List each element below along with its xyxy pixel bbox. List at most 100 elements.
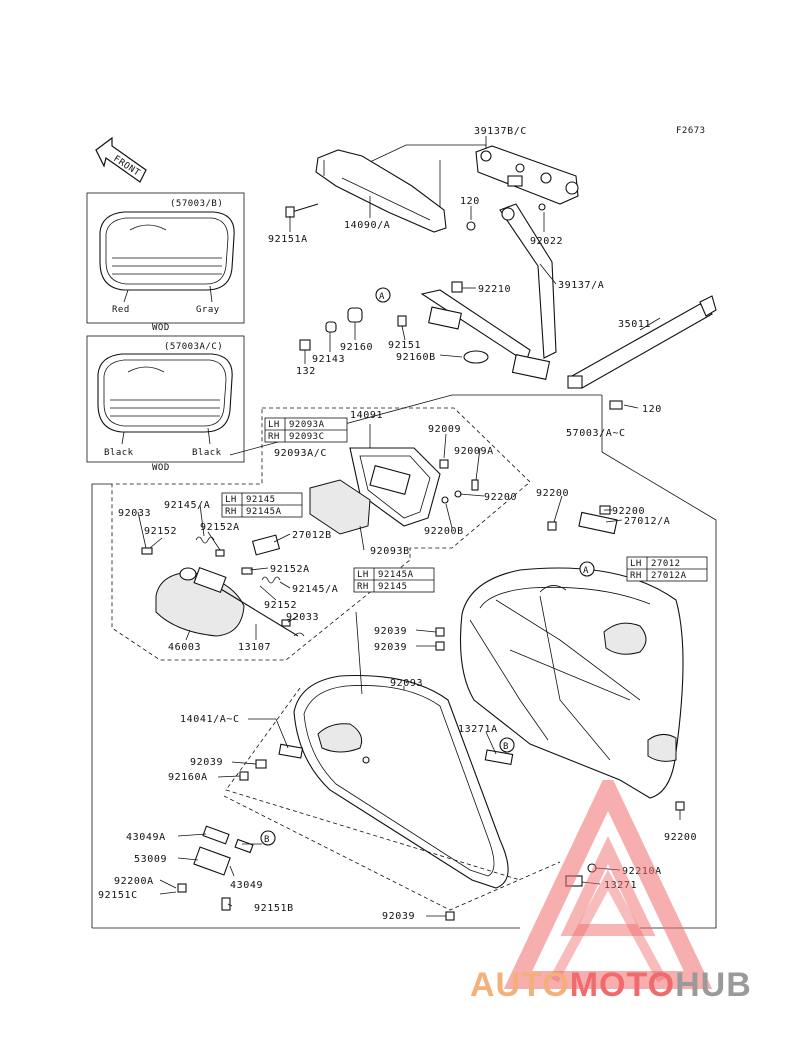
callout-43049a: 43049A [126, 832, 166, 843]
springs [141, 536, 305, 637]
callout-92152: 92152 [144, 526, 177, 537]
bolt-92151a [285, 203, 319, 218]
inset-1-note: WOD [152, 323, 170, 333]
callout-92143: 92143 [312, 354, 345, 365]
inset-panel-1: (57003/B) Red Gray WOD [86, 192, 245, 333]
plate-92093ac [309, 479, 371, 535]
callout-39137a: 39137/A [558, 280, 604, 291]
svg-text:A: A [379, 292, 385, 302]
table-lh-rh-92145a: LH 92145A RH 92145 [353, 567, 435, 593]
svg-text:RH: RH [268, 432, 280, 442]
ref-marker-b-2: B [260, 830, 276, 846]
lock-assembly-boundary [111, 407, 531, 661]
svg-text:92145: 92145 [378, 582, 408, 592]
callout-92160a: 92160A [168, 772, 208, 783]
svg-text:A: A [583, 566, 589, 576]
saddlebag-body-57003 [460, 567, 684, 799]
callout-92152a-b: 92152A [270, 564, 310, 575]
callout-53009: 53009 [134, 854, 167, 865]
svg-text:27012: 27012 [651, 559, 681, 569]
saddlebag-lid-image-1 [99, 211, 235, 291]
callout-92160b: 92160B [396, 352, 436, 363]
leader-lines [137, 136, 681, 917]
ref-marker-a-2: A [579, 561, 595, 577]
inset-panel-2: (57003A/C) Black Black WOD [86, 335, 245, 473]
callout-43049: 43049 [230, 880, 263, 891]
svg-text:LH: LH [268, 420, 280, 430]
svg-text:B: B [503, 742, 509, 752]
stay-35011 [567, 295, 717, 389]
lock-hardware [439, 459, 479, 504]
inset-1-left-color: Red [112, 305, 130, 315]
callout-120: 120 [460, 196, 480, 207]
bracket-27012a [578, 511, 618, 535]
svg-text:92145A: 92145A [246, 507, 282, 517]
callout-92039: 92039 [374, 626, 407, 637]
callout-132: 132 [296, 366, 316, 377]
inset-2-note: WOD [152, 463, 170, 473]
callout-92200a: 92200A [114, 876, 154, 887]
callout-92022: 92022 [530, 236, 563, 247]
callout-92151c: 92151C [98, 890, 138, 901]
lock-bracket-14091 [349, 447, 441, 527]
inset-1-part: (57003/B) [170, 199, 223, 209]
inset-2-right-color: Black [192, 448, 222, 458]
svg-text:LH: LH [630, 559, 642, 569]
ref-marker-b-1: B [499, 737, 515, 753]
callout-92145a-b: 92145/A [292, 584, 338, 595]
svg-text:LH: LH [357, 570, 369, 580]
saddlebag-lid-14041 [293, 674, 509, 889]
callout-92009: 92009 [428, 424, 461, 435]
svg-text:RH: RH [630, 571, 642, 581]
callout-46003: 46003 [168, 642, 201, 653]
hinge-pin-13107 [193, 566, 299, 637]
callout-92160: 92160 [340, 342, 373, 353]
callout-92200-c: 92200 [536, 488, 569, 499]
callout-92210: 92210 [478, 284, 511, 295]
callout-92152a: 92152A [200, 522, 240, 533]
svg-text:92093A: 92093A [289, 420, 325, 430]
callout-92033: 92033 [118, 508, 151, 519]
trim-cover-14090a [315, 149, 447, 233]
callout-92093ac: 92093A/C [274, 448, 327, 459]
watermark-text: AUTOMOTOHUB [470, 966, 752, 1004]
svg-text:LH: LH [225, 495, 237, 505]
callout-27012b: 27012B [292, 530, 332, 541]
front-arrow-icon: FRONT [95, 136, 147, 183]
svg-text:27012A: 27012A [651, 571, 687, 581]
svg-text:RH: RH [225, 507, 237, 517]
callout-92093b: 92093B [370, 546, 410, 557]
rail-bracket-39137bc [475, 145, 579, 205]
svg-text:RH: RH [357, 582, 369, 592]
callout-13271a: 13271A [458, 724, 498, 735]
callout-labels: 39137B/C 14090/A 92151A 120 92022 92210 … [98, 126, 697, 922]
callout-27012a: 27012/A [624, 516, 670, 527]
callout-92039-c: 92039 [190, 757, 223, 768]
inset-1-right-color: Gray [196, 305, 220, 315]
callout-92145a: 92145/A [164, 500, 210, 511]
callout-92200-e: 92200 [664, 832, 697, 843]
inset-2-part: (57003A/C) [164, 342, 223, 352]
ref-marker-a-1: A [375, 287, 391, 303]
latch-27012b [251, 534, 281, 556]
callout-92200: 92200 [484, 492, 517, 503]
callout-92200b: 92200B [424, 526, 464, 537]
callout-92151: 92151 [388, 340, 421, 351]
callout-14041: 14041/A~C [180, 714, 240, 725]
inset-2-left-color: Black [104, 448, 134, 458]
callout-13271: 13271 [604, 880, 637, 891]
support-arm-39137a [420, 203, 557, 380]
svg-text:92145A: 92145A [378, 570, 414, 580]
callout-39137bc: 39137B/C [474, 126, 527, 137]
callout-92039-d: 92039 [382, 911, 415, 922]
callout-92039-b: 92039 [374, 642, 407, 653]
callout-92152-b: 92152 [264, 600, 297, 611]
saddlebag-lid-image-2 [97, 353, 233, 433]
callout-120-b: 120 [642, 404, 662, 415]
svg-text:92093C: 92093C [289, 432, 325, 442]
small-hardware-upper [299, 203, 623, 410]
callout-57003ac: 57003/A~C [566, 428, 626, 439]
